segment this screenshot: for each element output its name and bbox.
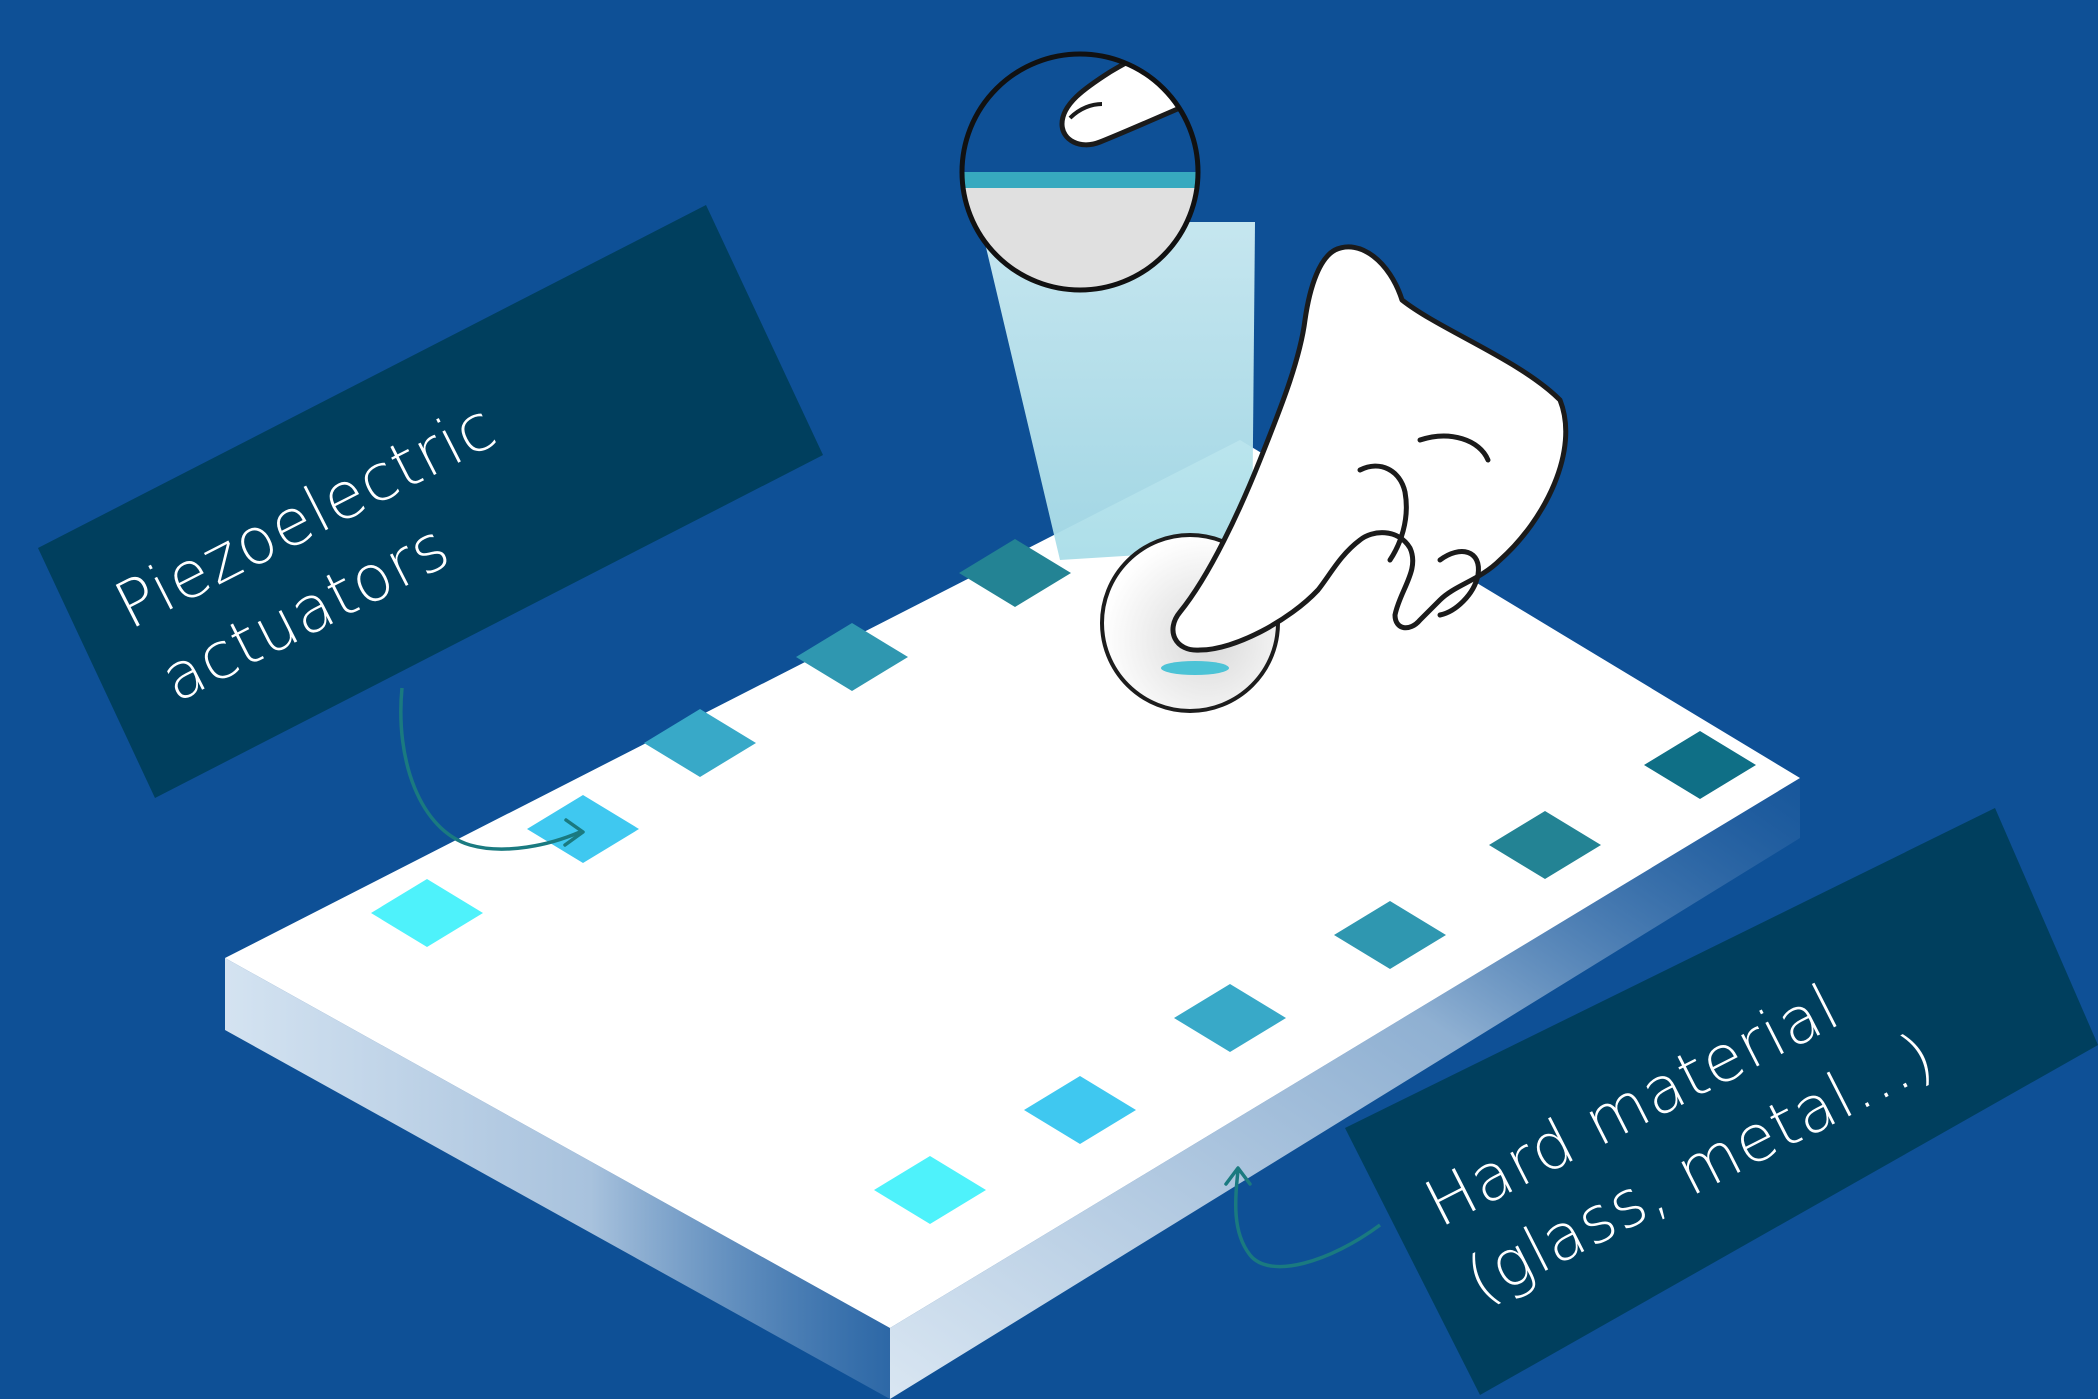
callout-actuators-box [38,205,823,798]
actuator-pad [1024,1076,1136,1144]
hand-pointing-icon [1170,244,1569,653]
arrowhead-icon [563,818,585,847]
actuator-pad [796,623,908,691]
actuator-pad [874,1156,986,1224]
callout-actuators-connector [399,687,581,851]
actuator-pad [1174,984,1286,1052]
plate-top-surface [225,440,1800,1328]
callout-material-box [1345,808,2098,1395]
actuator-pad [1489,811,1601,879]
arrowhead-icon [1224,1166,1252,1186]
lens-contact-layer [962,172,1198,188]
actuator-pad [959,539,1071,607]
actuator-pad [527,795,639,863]
magnified-beam [980,222,1255,560]
actuator-pad [371,879,483,947]
callout-material-connector [1233,1169,1382,1269]
actuator-pad [1644,731,1756,799]
plate-left-edge [225,958,890,1399]
piezoelectric-actuators [371,539,1756,1224]
hard-material-plate [225,440,1800,1399]
touch-contact-icon [1161,661,1229,675]
actuator-pad [1334,901,1446,969]
actuator-pad [644,709,756,777]
plate-right-edge [890,778,1800,1399]
